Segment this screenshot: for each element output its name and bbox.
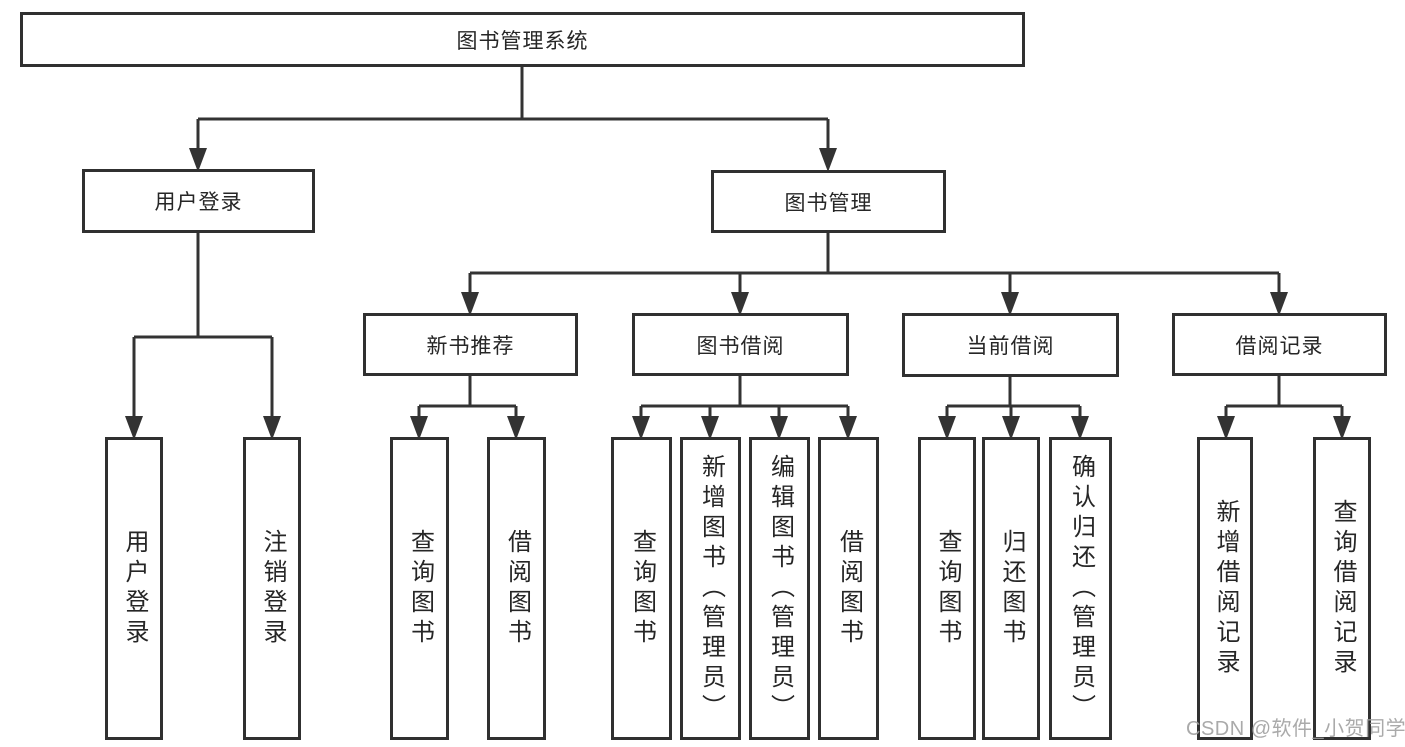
node-leaf-borrow-book: 借阅图书 [818, 437, 879, 740]
node-new-book-recommend: 新书推荐 [363, 313, 578, 376]
node-label: 借阅图书 [835, 528, 863, 649]
node-leaf-query-borrow-record: 查询借阅记录 [1313, 437, 1371, 740]
node-label: 查询图书 [406, 528, 434, 649]
node-label: 图书借阅 [696, 334, 785, 358]
node-label: 用户登录 [121, 528, 148, 649]
node-user-login: 用户登录 [82, 169, 315, 233]
node-book-management: 图书管理 [711, 170, 946, 233]
node-leaf-edit-book-admin: 编辑图书（管理员） [749, 437, 810, 740]
node-label: 当前借阅 [966, 335, 1055, 358]
node-label: 确认归还（管理员） [1067, 453, 1095, 724]
node-label: 查询借阅记录 [1329, 498, 1356, 679]
node-label: 图书管理系统 [456, 29, 589, 53]
node-label: 借阅图书 [503, 528, 531, 649]
node-leaf-add-book-admin: 新增图书（管理员） [680, 437, 741, 740]
node-leaf-query-book-recommend: 查询图书 [390, 437, 449, 740]
arrowheads [125, 148, 1351, 440]
node-label: 用户登录 [154, 191, 243, 214]
node-label: 图书管理 [784, 191, 873, 215]
node-label: 新增图书（管理员） [697, 453, 725, 724]
node-label: 归还图书 [998, 528, 1025, 649]
node-book-borrow: 图书借阅 [632, 313, 849, 376]
node-leaf-add-borrow-record: 新增借阅记录 [1197, 437, 1253, 740]
node-leaf-query-book-borrow: 查询图书 [611, 437, 672, 740]
node-leaf-confirm-return-admin: 确认归还（管理员） [1049, 437, 1112, 740]
node-current-borrow: 当前借阅 [902, 313, 1119, 377]
node-leaf-borrow-book-recommend: 借阅图书 [487, 437, 546, 740]
csdn-watermark: CSDN @软件_小贺同学 [1186, 718, 1405, 740]
node-label: 查询图书 [934, 528, 961, 649]
node-leaf-user-login: 用户登录 [105, 437, 163, 740]
node-leaf-query-book-current: 查询图书 [918, 437, 976, 740]
node-label: 查询图书 [628, 528, 656, 649]
node-label: 借阅记录 [1235, 334, 1324, 358]
node-root-system: 图书管理系统 [20, 12, 1025, 67]
node-label: 编辑图书（管理员） [766, 453, 794, 724]
node-label: 新书推荐 [426, 334, 515, 358]
node-label: 注销登录 [259, 528, 286, 649]
node-leaf-return-book: 归还图书 [982, 437, 1040, 740]
node-label: 新增借阅记录 [1212, 498, 1239, 679]
node-borrow-record: 借阅记录 [1172, 313, 1387, 376]
node-leaf-logout: 注销登录 [243, 437, 301, 740]
